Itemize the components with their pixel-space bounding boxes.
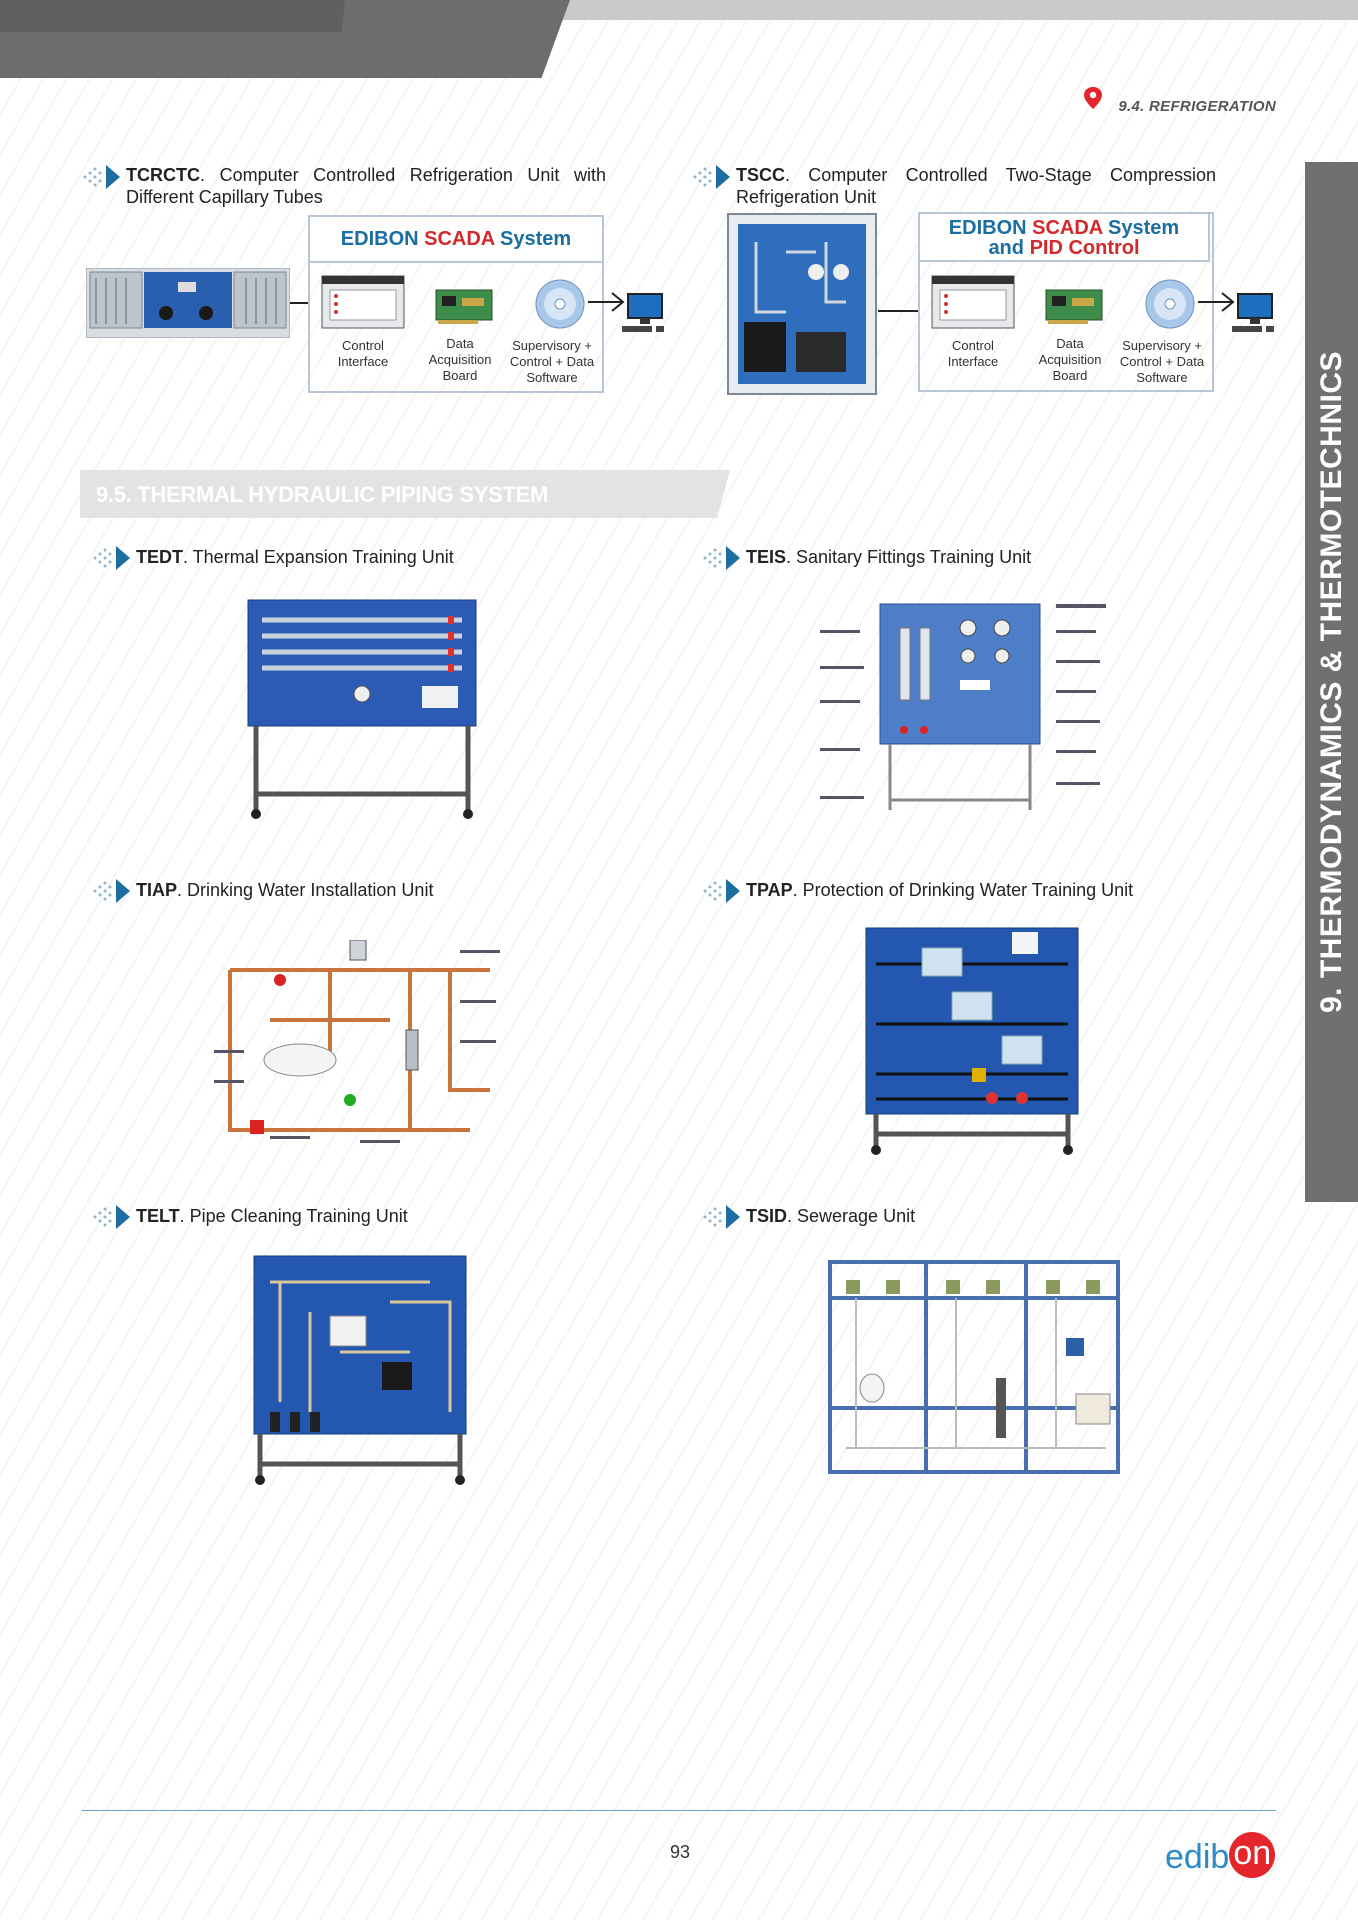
label-control-interface: Control Interface [947,338,999,369]
page-number: 93 [669,1842,691,1862]
product-code: TSCC [736,165,785,185]
product-name: . Drinking Water Installation Unit [177,880,434,900]
chapter-side-tab: 9. THERMODYNAMICS & THERMOTECHNICS [1305,162,1358,1202]
label-software: Supervisory + Control + Data Software [1119,338,1205,385]
section-breadcrumb: 9.4. REFRIGERATION [1118,98,1276,115]
label-data-acquisition-board: Data Acquisition Board [428,336,492,383]
product-code: TCRCTC [126,165,200,185]
label-control-interface: Control Interface [337,338,389,369]
tcrctc-unit-image [86,268,290,338]
tsid-unit-image [828,1260,1120,1474]
computer-monitor-icon [622,293,664,332]
scada-header-tcrctc: EDIBON SCADA System [308,215,604,263]
product-code: TEDT [136,547,183,567]
product-title-tedt: TEDT. Thermal Expansion Training Unit [136,546,454,568]
product-name: . Thermal Expansion Training Unit [183,547,454,567]
telt-unit-image [253,1255,467,1485]
scada-text: System [1102,217,1180,239]
product-name: . Protection of Drinking Water Training … [792,880,1134,900]
scada-text: EDIBON [340,228,425,250]
bullet-arrow-icon [703,546,740,570]
product-title-tsid: TSID. Sewerage Unit [746,1205,915,1227]
bullet-arrow-icon [83,165,120,189]
tpap-unit-image [865,927,1079,1155]
product-title-tcrctc: TCRCTC. Computer Controlled Refrigeratio… [126,164,606,208]
tscc-unit-image [727,213,877,395]
data-acquisition-board-icon [1045,289,1103,324]
scada-header-tscc: EDIBON SCADA System and PID Control [918,212,1210,262]
header-band-accent [0,0,345,32]
product-code: TSID [746,1206,788,1226]
product-name: . Computer Controlled Two-Stage Compress… [736,165,1216,207]
bullet-arrow-icon [93,879,130,903]
scada-text: EDIBON [948,217,1033,239]
tiap-unit-image [214,940,500,1143]
software-cd-icon [535,279,585,329]
section-band [80,470,730,518]
product-title-tiap: TIAP. Drinking Water Installation Unit [136,879,433,901]
product-name: . Sewerage Unit [787,1206,916,1226]
scada-text-red: SCADA [1032,217,1103,239]
product-code: TEIS [746,547,787,567]
scada-text: and [988,237,1030,259]
product-code: TIAP [136,880,178,900]
bullet-arrow-icon [703,1205,740,1229]
arrow-right-icon [1198,292,1235,312]
product-name: . Sanitary Fittings Training Unit [786,547,1032,567]
product-title-teis: TEIS. Sanitary Fittings Training Unit [746,546,1031,568]
product-title-tscc: TSCC. Computer Controlled Two-Stage Comp… [736,164,1216,208]
product-name: . Pipe Cleaning Training Unit [179,1206,408,1226]
tedt-unit-image [247,599,477,819]
arrow-right-icon [588,292,625,312]
product-code: TPAP [746,880,793,900]
footer-divider [82,1810,1276,1811]
scada-text-red: SCADA [424,228,495,250]
control-interface-icon [931,275,1015,329]
label-data-acquisition-board: Data Acquisition Board [1038,336,1102,383]
bullet-arrow-icon [93,1205,130,1229]
connector-line [290,302,310,304]
label-software: Supervisory + Control + Data Software [509,338,595,385]
scada-text: System [494,228,572,250]
chapter-side-tab-label: 9. THERMODYNAMICS & THERMOTECHNICS [1314,350,1348,1014]
header-band-light [540,0,1358,20]
control-interface-icon [321,275,405,329]
logo-text: edib [1165,1838,1230,1876]
logo-text-circle: on [1229,1832,1276,1879]
bullet-arrow-icon [93,546,130,570]
product-code: TELT [136,1206,180,1226]
product-name: . Computer Controlled Refrigeration Unit… [126,165,606,207]
teis-unit-image [820,603,1106,810]
scada-text-red: PID Control [1029,237,1140,259]
product-title-tpap: TPAP. Protection of Drinking Water Train… [746,879,1133,901]
bullet-arrow-icon [693,165,730,189]
data-acquisition-board-icon [435,289,493,324]
connector-line [878,310,918,312]
software-cd-icon [1145,279,1195,329]
product-title-telt: TELT. Pipe Cleaning Training Unit [136,1205,408,1227]
section-title: 9.5. THERMAL HYDRAULIC PIPING SYSTEM [96,482,549,507]
bullet-arrow-icon [703,879,740,903]
location-pin-icon [1084,87,1102,109]
computer-monitor-icon [1232,293,1274,332]
